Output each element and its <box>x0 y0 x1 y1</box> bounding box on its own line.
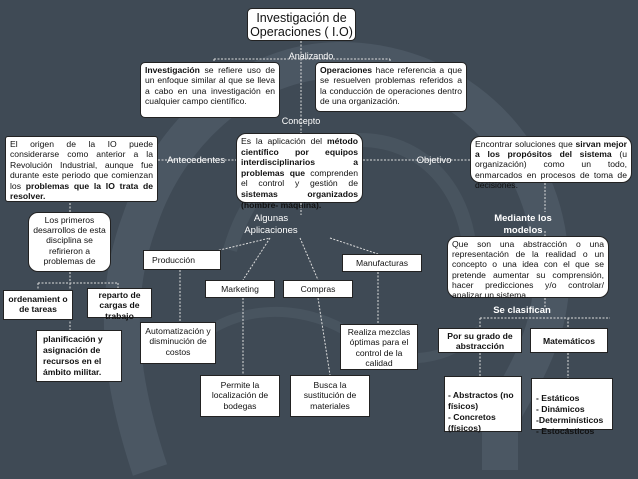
concepto-text-1: Es la aplicación del <box>241 136 327 146</box>
label-antecedentes: Antecedentes <box>166 155 226 166</box>
realiza-text: Realiza mezclas óptimas para el control … <box>347 327 411 369</box>
grado-box: Por su grado de abstracción <box>438 328 522 353</box>
ordenamiento-text: ordenamient o de tareas <box>8 294 68 315</box>
marketing-text: Marketing <box>221 284 259 294</box>
label-se-clasifican: Se clasifican <box>493 305 551 316</box>
busca-box: Busca la sustitución de materiales <box>290 375 370 417</box>
label-concepto: Concepto <box>281 116 321 126</box>
antecedentes-text: El origen de la IO puede considerarse co… <box>10 139 153 191</box>
permite-text: Permite la localización de bodegas <box>211 380 269 411</box>
matematicos-text: Matemáticos <box>542 336 596 346</box>
objetivo-bold: sirvan mejor a los propósitos del sistem… <box>475 139 628 160</box>
reparto-text: reparto de cargas de trabajo <box>98 290 141 321</box>
permite-box: Permite la localización de bodegas <box>200 375 280 417</box>
primeros-desarrollos-box: Los primeros desarrollos de esta discipl… <box>28 212 111 272</box>
estaticos-box: - Estáticos - Dinámicos -Determinísticos… <box>531 378 613 436</box>
marketing-box: Marketing <box>205 280 275 298</box>
compras-box: Compras <box>283 280 353 298</box>
label-analizando: Analizando <box>288 51 334 61</box>
antecedentes-bold: problemas que la IO trata de resolver. <box>10 180 153 202</box>
main-title-box: Investigación de Operaciones ( I.O) <box>247 8 356 41</box>
produccion-text: Producción <box>152 255 195 265</box>
investigacion-text: se refiere uso de un enfoque similar al … <box>145 65 275 107</box>
objetivo-text-2: (u organización) como un todo, enmarcado… <box>475 149 627 190</box>
antecedentes-box: El origen de la IO puede considerarse co… <box>5 136 158 202</box>
automatizacion-text: Automatización y disminución de costos <box>145 326 211 357</box>
objetivo-text-1: Encontrar soluciones que <box>475 139 576 149</box>
primeros-desarrollos-text: Los primeros desarrollos de esta discipl… <box>33 215 106 266</box>
ordenamiento-box: ordenamient o de tareas <box>3 290 73 320</box>
concepto-bold-1: método científico por equipos interdisci… <box>241 136 358 178</box>
reparto-box: reparto de cargas de trabajo <box>87 288 152 321</box>
modelos-text: Que son una abstracción o una representa… <box>452 239 604 301</box>
compras-text: Compras <box>300 284 336 294</box>
concepto-text-2: comprenden el control y gestión de <box>241 167 358 189</box>
produccion-box: Producción <box>143 250 221 270</box>
investigacion-bold: Investigación <box>145 65 200 75</box>
grado-text: Por su grado de abstracción <box>447 331 513 352</box>
abstractos-box: - Abstractos (no físicos) - Concretos (f… <box>444 376 522 433</box>
planificacion-text: planificación y asignación de recursos e… <box>43 334 103 377</box>
busca-text: Busca la sustitución de materiales <box>303 380 357 411</box>
concepto-box: Es la aplicación del método científico p… <box>236 133 363 210</box>
operaciones-box: Operaciones hace referencia a que se res… <box>315 62 467 112</box>
matematicos-box: Matemáticos <box>530 328 608 353</box>
manufacturas-box: Manufacturas <box>342 254 422 272</box>
investigacion-box: Investigación se refiere uso de un enfoq… <box>140 62 280 118</box>
automatizacion-box: Automatización y disminución de costos <box>140 322 216 364</box>
manufacturas-text: Manufacturas <box>355 258 409 268</box>
concepto-bold-2: sistemas organizados (hombre- máquina). <box>241 188 358 210</box>
label-objetivo: Objetivo <box>416 155 452 166</box>
estaticos-text: - Estáticos - Dinámicos -Determinísticos… <box>536 393 604 436</box>
operaciones-text: hace referencia a que se resuelven probl… <box>320 65 462 107</box>
planificacion-box: planificación y asignación de recursos e… <box>36 330 122 382</box>
objetivo-box: Encontrar soluciones que sirvan mejor a … <box>470 136 632 190</box>
main-title: Investigación de Operaciones ( I.O) <box>250 11 353 39</box>
modelos-box: Que son una abstracción o una representa… <box>447 236 609 301</box>
label-mediante-modelos: Mediante los modelos <box>494 213 552 236</box>
realiza-box: Realiza mezclas óptimas para el control … <box>340 324 418 370</box>
label-algunas-aplicaciones: Algunas Aplicaciones <box>244 213 298 236</box>
operaciones-bold: Operaciones <box>320 65 373 75</box>
abstractos-text: - Abstractos (no físicos) - Concretos (f… <box>448 390 514 433</box>
